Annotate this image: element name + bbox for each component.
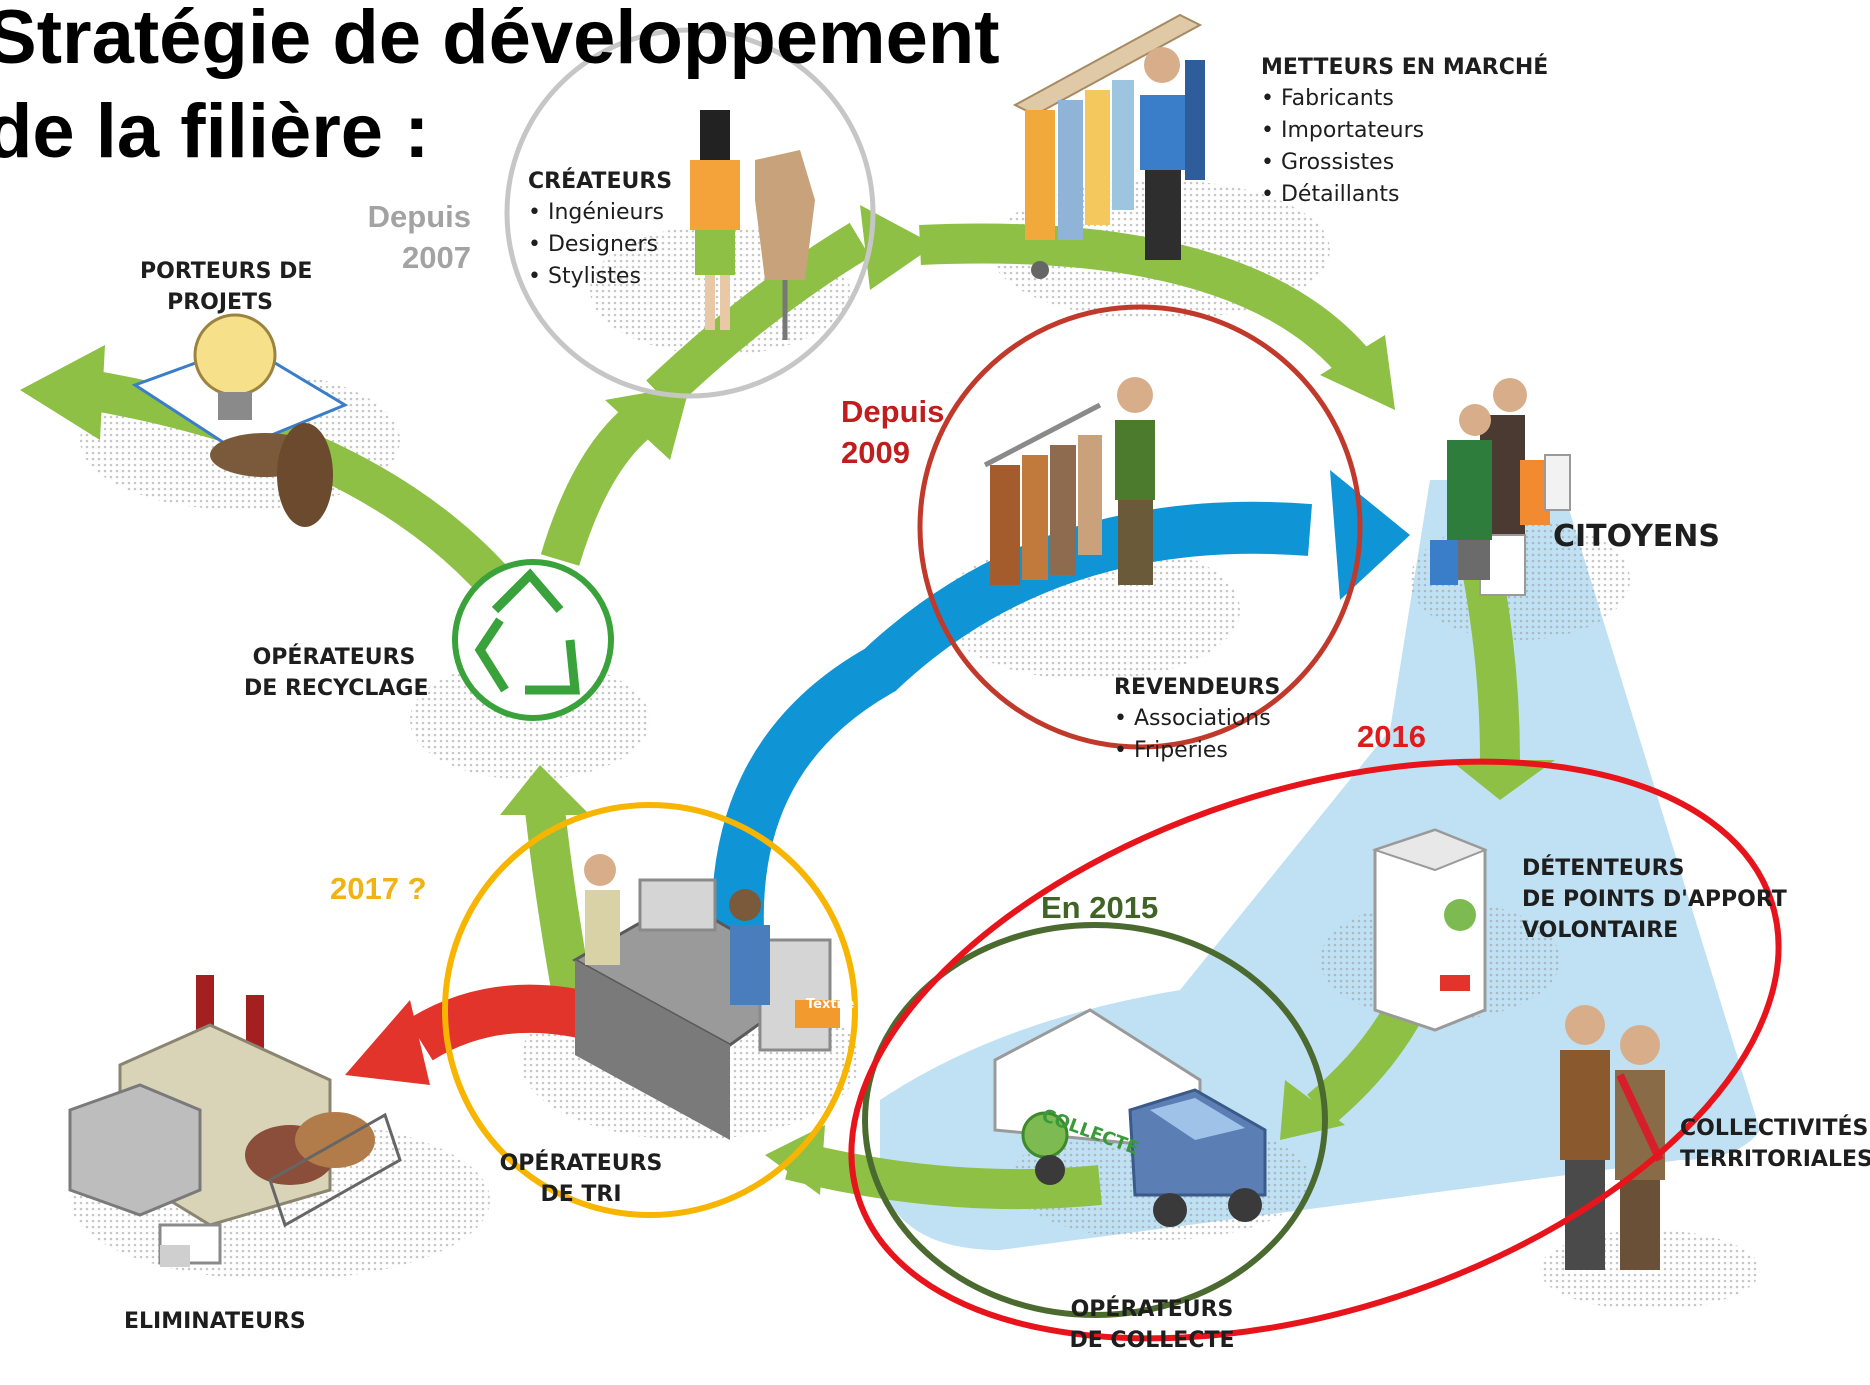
detenteurs-line2: DE POINTS D'APPORT [1522, 887, 1787, 912]
revendeurs-list: Associations Friperies [1114, 703, 1280, 767]
second-hand-rack-icon [983, 377, 1155, 585]
label-operateurs-de-recyclage: OPÉRATEURS DE RECYCLAGE [244, 642, 429, 704]
recyclage-line2: DE RECYCLAGE [244, 676, 429, 701]
depuis-2009-line2: 2009 [841, 435, 910, 470]
depuis-2009-line1: Depuis [841, 394, 945, 429]
createurs-item: Ingénieurs [528, 197, 672, 229]
revendeurs-item: Friperies [1114, 735, 1280, 767]
createurs-heading: CRÉATEURS [528, 169, 673, 194]
red-arrow-head [345, 1000, 430, 1085]
circle-createurs [504, 27, 876, 399]
revendeurs-item: Associations [1114, 703, 1280, 735]
head-tri [765, 1125, 825, 1195]
createurs-item: Stylistes [528, 261, 672, 293]
arrow-recyclage-to-createurs [540, 404, 653, 566]
lightbulb-icon [131, 313, 349, 527]
metteurs-heading: METTEURS EN MARCHÉ [1261, 55, 1549, 80]
circle-collecte [862, 922, 1328, 1318]
label-operateurs-de-collecte: OPÉRATEURS DE COLLECTE [1062, 1294, 1242, 1356]
page-title: Stratégie de développement [0, 0, 1000, 76]
head-metteurs [860, 205, 935, 290]
head-recyclage [500, 765, 590, 815]
head-porteurs [20, 345, 105, 440]
tri-line1: OPÉRATEURS [499, 1151, 663, 1176]
label-metteurs-en-marche: METTEURS EN MARCHÉ Fabricants Importateu… [1261, 52, 1548, 211]
collecte-line2: DE COLLECTE [1069, 1328, 1235, 1353]
annotation-2016: 2016 [1357, 719, 1426, 754]
page-title-line1: Stratégie de développement [0, 0, 1000, 80]
label-collectivites-territoriales: COLLECTIVITÉS TERRITORIALES [1680, 1113, 1870, 1175]
label-porteurs-de-projets: PORTEURS DE PROJETS [140, 256, 313, 318]
label-eliminateurs: ELIMINATEURS [124, 1306, 306, 1337]
arrow-metteurs-to-citoyens [919, 223, 1376, 383]
eliminateurs-text: ELIMINATEURS [124, 1309, 306, 1334]
annotation-2017: 2017 ? [330, 871, 427, 906]
page-title-cont: de la filière : [0, 94, 430, 170]
annotation-depuis-2007: Depuis 2007 [365, 196, 471, 278]
depuis-2007-line2: 2007 [402, 240, 471, 275]
label-detenteurs-pav: DÉTENTEURS DE POINTS D'APPORT VOLONTAIRE [1522, 853, 1787, 946]
detenteurs-line1: DÉTENTEURS [1522, 856, 1685, 881]
label-revendeurs: REVENDEURS Associations Friperies [1114, 672, 1280, 767]
arrow-collecte-to-tri [785, 1140, 1102, 1210]
revendeurs-heading: REVENDEURS [1114, 675, 1281, 700]
sorting-station-icon [571, 854, 840, 1140]
createurs-item: Designers [528, 229, 672, 261]
arrow-createurs-to-metteurs [646, 222, 871, 410]
mannequin-icon [690, 110, 815, 340]
recycle-icon [452, 559, 614, 721]
label-createurs: CRÉATEURS Ingénieurs Designers Stylistes [528, 166, 672, 293]
annotation-depuis-2009: Depuis 2009 [841, 391, 944, 473]
metteurs-item: Grossistes [1261, 147, 1548, 179]
clothing-rack-icon [1012, 13, 1205, 279]
collectivites-line2: TERRITORIALES [1680, 1147, 1870, 1172]
page-title-line2: de la filière : [0, 89, 430, 174]
label-operateurs-de-tri: OPÉRATEURS DE TRI [497, 1148, 665, 1210]
head-createurs [605, 385, 690, 460]
head-down [1450, 760, 1555, 800]
blue-arrow-head [1330, 470, 1410, 600]
collectivites-line1: COLLECTIVITÉS [1680, 1116, 1869, 1141]
annotation-en-2015: En 2015 [1041, 890, 1159, 925]
circle-tri [442, 802, 858, 1218]
ellipse-2016 [848, 758, 1782, 1342]
metteurs-item: Importateurs [1261, 115, 1548, 147]
recyclage-line1: OPÉRATEURS [252, 645, 416, 670]
blue-flow-arrow [711, 501, 1312, 963]
collecte-line1: OPÉRATEURS [1070, 1297, 1234, 1322]
metteurs-list: Fabricants Importateurs Grossistes Détai… [1261, 83, 1548, 211]
tri-line2: DE TRI [540, 1182, 622, 1207]
createurs-list: Ingénieurs Designers Stylistes [528, 197, 672, 293]
label-citoyens: CITOYENS [1553, 521, 1720, 552]
head-collecte [1280, 1080, 1345, 1140]
citoyens-text: CITOYENS [1553, 519, 1721, 554]
officials-icon [1560, 1005, 1665, 1270]
porteurs-line2: PROJETS [167, 290, 273, 315]
metteurs-item: Détaillants [1261, 179, 1548, 211]
metteurs-item: Fabricants [1261, 83, 1548, 115]
porteurs-line1: PORTEURS DE [140, 259, 313, 284]
arrow-tri-to-recyclage [525, 807, 595, 1014]
depuis-2007-line1: Depuis [367, 199, 471, 234]
factory-icon [68, 975, 402, 1267]
detenteurs-line3: VOLONTAIRE [1522, 918, 1679, 943]
truck-icon [993, 1008, 1267, 1227]
shoppers-icon [1430, 378, 1571, 596]
bin-textile-label: Textile [806, 997, 855, 1012]
collection-bin-icon [1371, 828, 1488, 1032]
head-citoyens [1320, 335, 1395, 410]
highlight-shapes [442, 27, 1782, 1342]
